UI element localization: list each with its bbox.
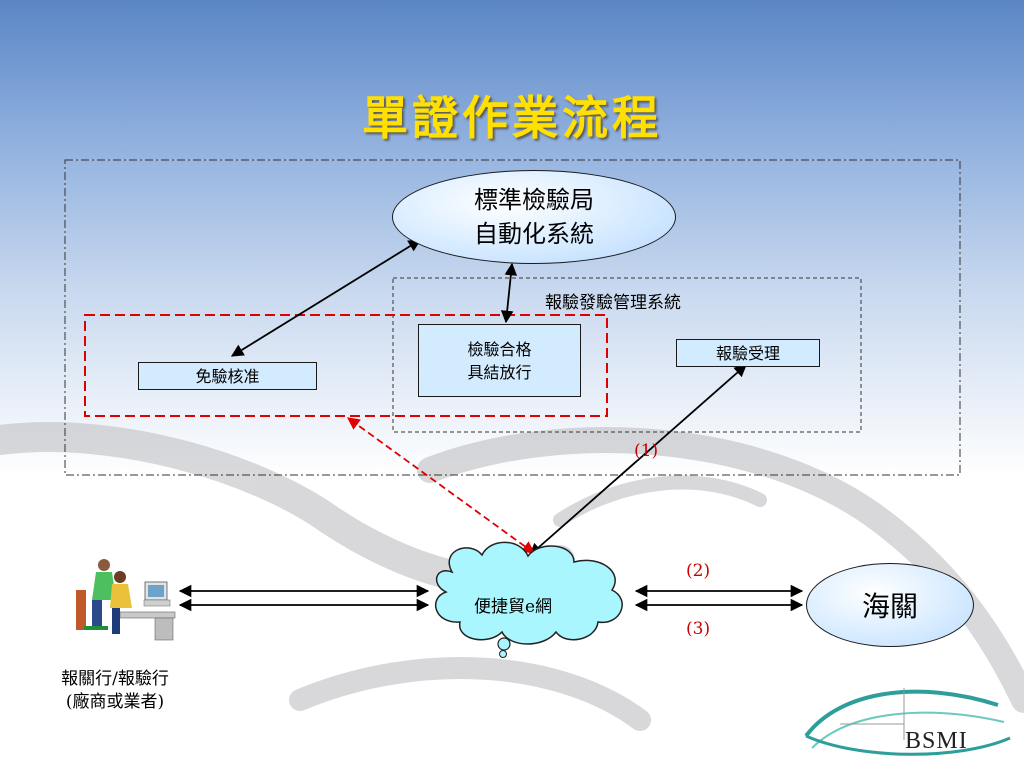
applicant-line1: 報關行/報驗行 bbox=[61, 669, 169, 689]
arrow-bsmi-passcert bbox=[500, 262, 518, 324]
arrow-bsmi-exemption bbox=[230, 239, 422, 357]
customs-node: 海關 bbox=[806, 563, 974, 647]
customs-label: 海關 bbox=[861, 590, 918, 623]
application-acceptance-box: 報驗受理 bbox=[676, 339, 820, 367]
pass-cert-line2: 具結放行 bbox=[467, 362, 532, 382]
exemption-approval-box: 免驗核准 bbox=[138, 362, 317, 390]
ecloud-shape bbox=[435, 541, 623, 658]
slide-title: 單證作業流程 bbox=[362, 91, 662, 145]
pass-certificate-box: 檢驗合格 具結放行 bbox=[418, 324, 581, 397]
bsmi-logo-icon bbox=[804, 688, 1011, 756]
applicant-line2: (廠商或業者) bbox=[65, 692, 165, 712]
application-box-label: 報驗受理 bbox=[715, 343, 780, 363]
people-computer-icon bbox=[76, 559, 176, 641]
exemption-box-label: 免驗核准 bbox=[195, 366, 260, 386]
arrow-ecloud-application bbox=[529, 364, 747, 556]
ecloud-label: 便捷貿e網 bbox=[474, 597, 553, 617]
step-3-label: (3) bbox=[686, 619, 711, 639]
bsmi-logo-text: BSMI bbox=[905, 728, 968, 754]
pass-cert-line1: 檢驗合格 bbox=[467, 339, 532, 359]
bsmi-system-line2: 自動化系統 bbox=[474, 220, 594, 248]
applicant-label: 報關行/報驗行 (廠商或業者) bbox=[20, 668, 210, 714]
step-2-label: (2) bbox=[686, 561, 711, 581]
arrow-ecloud-redgroup bbox=[346, 417, 536, 554]
outer-system-frame bbox=[64, 159, 961, 476]
bsmi-system-line1: 標準檢驗局 bbox=[474, 186, 594, 214]
step-1-label: (1) bbox=[634, 441, 659, 461]
management-system-label: 報驗發驗管理系統 bbox=[545, 293, 681, 313]
bsmi-automation-system-node: 標準檢驗局 自動化系統 bbox=[392, 170, 676, 264]
